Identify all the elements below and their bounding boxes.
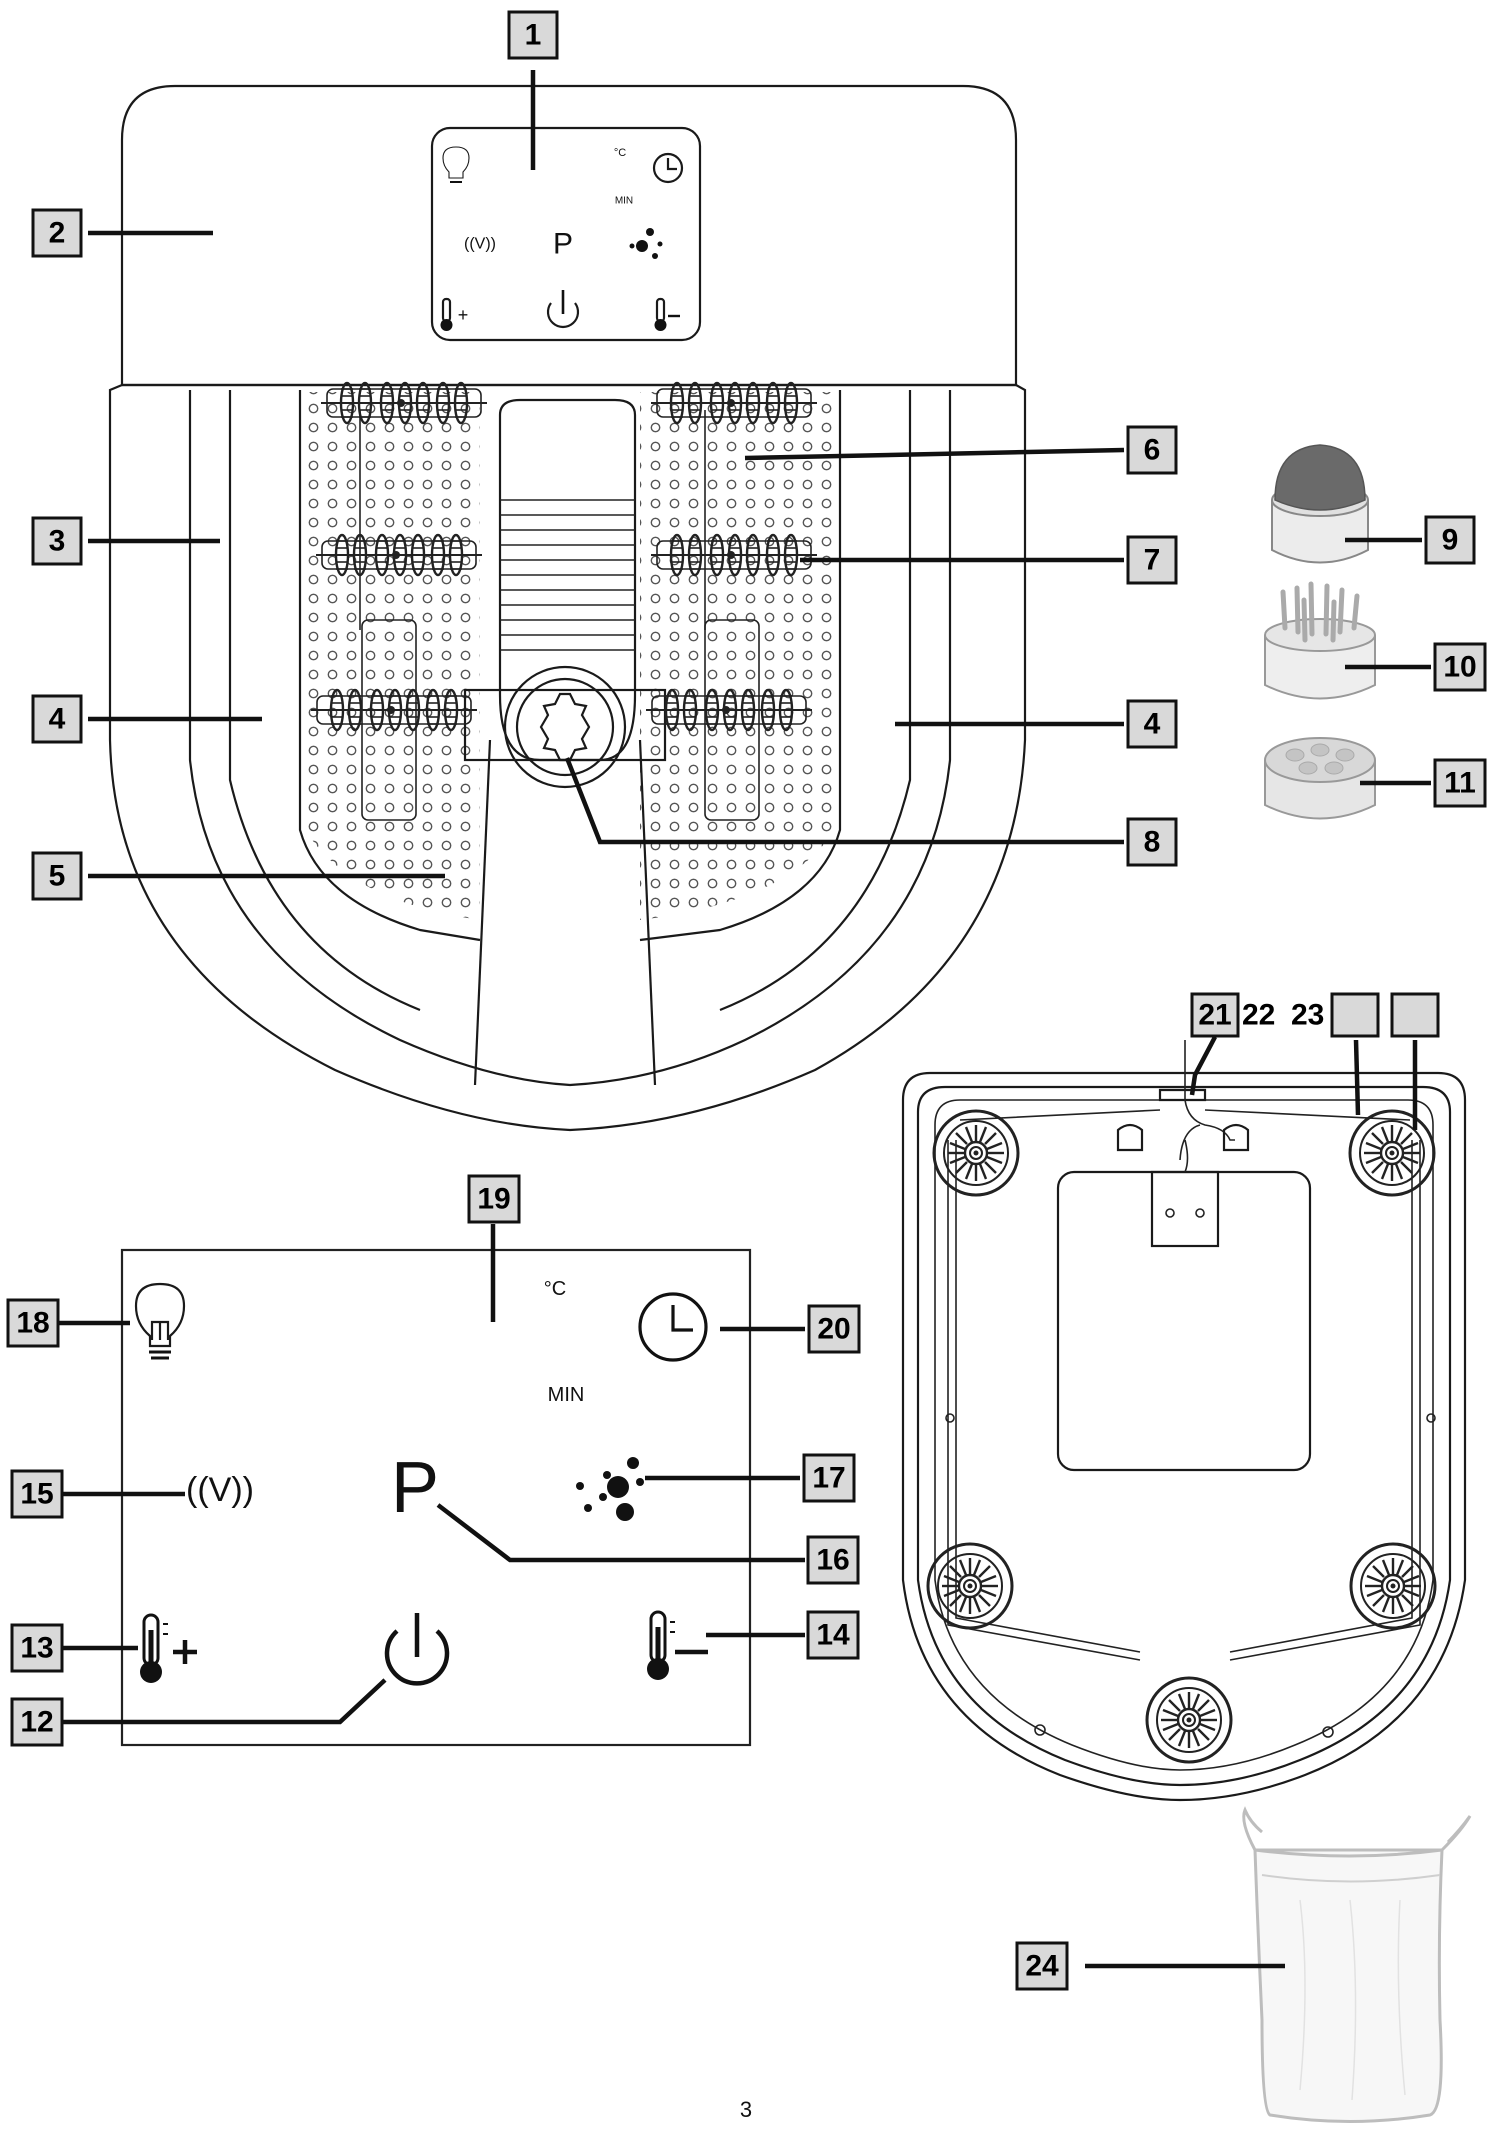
svg-text:1: 1 (525, 19, 542, 52)
callout-10: 10 (1433, 642, 1487, 692)
storage-bag (1242, 1806, 1472, 2123)
callout-14: 14 (806, 1610, 860, 1660)
svg-text:23: 23 (1291, 999, 1324, 1032)
callout-12: 12 (10, 1697, 64, 1747)
callout-8: 8 (1126, 817, 1178, 867)
callout-9: 9 (1424, 515, 1476, 565)
callout-11: 11 (1433, 758, 1487, 808)
callout-24: 24 (1015, 1941, 1069, 1991)
callout-2: 2 (31, 208, 83, 258)
svg-text:14: 14 (816, 1619, 850, 1652)
callout-4-right: 4 (1126, 699, 1178, 749)
bristle-brush-attachment (1264, 581, 1376, 700)
page-number: 3 (740, 2097, 752, 2122)
callout-15: 15 (10, 1469, 64, 1519)
pumice-attachment (1271, 444, 1369, 564)
svg-text:5: 5 (49, 860, 66, 893)
svg-text:4: 4 (49, 703, 66, 736)
callout-23: 23 (1291, 999, 1324, 1032)
callout-7: 7 (1126, 535, 1178, 585)
small-vibration-icon: ((V)) (464, 236, 496, 253)
small-bubbles-icon (629, 228, 663, 259)
small-thermometer-plus-icon: + (440, 297, 469, 331)
svg-text:15: 15 (20, 1478, 53, 1511)
callout-16: 16 (806, 1535, 860, 1585)
callout-17: 17 (802, 1453, 856, 1503)
svg-text:16: 16 (816, 1544, 849, 1577)
svg-text:24: 24 (1025, 1950, 1059, 1983)
bulb-icon (134, 1282, 186, 1360)
temperature-unit-label: °C (544, 1278, 566, 1300)
svg-text:7: 7 (1144, 544, 1161, 577)
svg-text:10: 10 (1443, 651, 1476, 684)
svg-text:+: + (458, 305, 469, 325)
clock-icon (638, 1292, 708, 1362)
svg-text:2: 2 (49, 217, 66, 250)
small-program-letter: P (553, 228, 573, 261)
callout-3: 3 (31, 516, 83, 566)
callout-5: 5 (31, 851, 83, 901)
svg-text:22: 22 (1242, 999, 1275, 1032)
callout-box-23-blank (1390, 992, 1440, 1038)
svg-text:8: 8 (1144, 826, 1161, 859)
vibration-icon: ((V)) (186, 1471, 254, 1509)
callout-21: 21 (1190, 992, 1240, 1038)
svg-text:17: 17 (812, 1462, 845, 1495)
callout-13: 13 (10, 1623, 64, 1673)
thermometer-minus-icon (647, 1610, 708, 1680)
small-time-unit: MIN (615, 196, 633, 207)
callout-22: 22 (1242, 999, 1275, 1032)
svg-text:6: 6 (1144, 434, 1161, 467)
svg-text:18: 18 (16, 1307, 49, 1340)
callout-4-left: 4 (31, 694, 83, 744)
callout-1: 1 (507, 10, 559, 60)
timer-unit-label: MIN (548, 1384, 585, 1406)
svg-text:3: 3 (49, 525, 66, 558)
svg-text:11: 11 (1444, 767, 1476, 800)
control-panel-detail: °C MIN ((V)) P (120, 1248, 752, 1747)
massage-nub-attachment (1264, 737, 1376, 820)
foot-spa-top-view: °C MIN ((V)) P + (108, 84, 1027, 1132)
svg-text:4: 4 (1144, 708, 1161, 741)
callout-6: 6 (1126, 425, 1178, 475)
callout-19: 19 (467, 1174, 521, 1224)
small-temp-unit: °C (614, 147, 626, 159)
callout-box-22-blank (1330, 992, 1380, 1038)
small-power-icon (546, 290, 580, 329)
svg-text:13: 13 (20, 1632, 53, 1665)
svg-text:19: 19 (477, 1183, 510, 1216)
bubbles-icon (576, 1457, 644, 1521)
program-letter: P (391, 1448, 439, 1528)
svg-text:21: 21 (1198, 999, 1231, 1032)
callout-20: 20 (807, 1304, 861, 1354)
small-thermometer-minus-icon (654, 297, 680, 331)
clock-icon (652, 152, 684, 184)
svg-text:20: 20 (817, 1313, 850, 1346)
foot-spa-bottom-view (901, 1040, 1467, 1802)
svg-text:12: 12 (20, 1706, 53, 1739)
svg-text:((V)): ((V)) (186, 1471, 254, 1509)
power-icon (384, 1613, 450, 1686)
thermometer-plus-icon (140, 1613, 197, 1683)
svg-text:9: 9 (1442, 524, 1459, 557)
leader-lines (58, 70, 1431, 1969)
bulb-icon (442, 146, 470, 183)
callout-18: 18 (6, 1298, 60, 1348)
